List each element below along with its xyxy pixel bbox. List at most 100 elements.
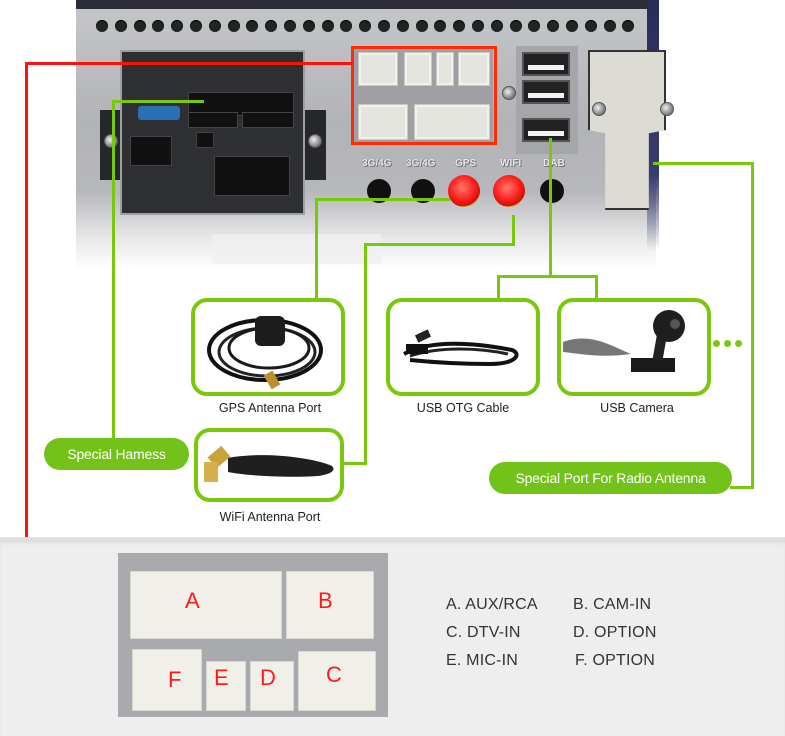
harness-highlight-box <box>351 46 497 145</box>
gps-antenna-label: GPS Antenna Port <box>218 401 322 415</box>
screw <box>592 102 606 116</box>
connector <box>358 104 408 140</box>
connector <box>458 52 490 86</box>
usb-camera-image <box>563 310 685 372</box>
vent-hole <box>415 20 428 32</box>
vent-hole <box>434 20 447 32</box>
gps-antenna-image <box>207 316 323 390</box>
screw <box>660 102 674 116</box>
connector-letter-e: E <box>214 665 229 690</box>
legend-e: E. MIC-IN <box>446 652 519 669</box>
radio-line <box>653 162 754 165</box>
vent-hole <box>246 20 259 32</box>
usb-otg-label: USB OTG Cable <box>416 401 510 415</box>
usb-otg-cable-image <box>403 329 519 367</box>
special-harness-callout: Special Hamess <box>44 438 189 470</box>
vent-hole <box>622 20 635 32</box>
harness-line <box>112 100 204 103</box>
legend-a: A. AUX/RCA <box>446 596 538 613</box>
wifi-sma-connector <box>493 175 525 207</box>
port-label-3g4g-1: 3G/4G <box>362 158 392 169</box>
connector-letter-a: A <box>185 588 200 613</box>
connector <box>404 52 432 86</box>
wifi-line <box>364 243 367 465</box>
vent-hole <box>547 20 560 32</box>
connector-d <box>250 661 294 711</box>
vent-hole <box>584 20 597 32</box>
usb-line <box>595 275 598 301</box>
usb-line <box>497 275 597 278</box>
connector <box>436 52 454 86</box>
dab-jack <box>540 179 564 203</box>
vent-hole <box>396 20 409 32</box>
wifi-line <box>512 215 515 245</box>
power-connector-bay <box>120 50 305 215</box>
fuse <box>138 106 180 120</box>
usb-port <box>522 52 570 76</box>
connector-letter-d: D <box>260 665 276 690</box>
usb-port <box>522 118 570 142</box>
usb-otg-card <box>386 298 540 396</box>
vent-hole <box>265 20 278 32</box>
legend-f: F. OPTION <box>575 652 656 669</box>
gps-sma-connector <box>448 175 480 207</box>
wifi-antenna-label: WiFi Antenna Port <box>219 510 321 524</box>
gps-antenna-card <box>191 298 345 396</box>
vent-hole <box>528 20 541 32</box>
radio-line <box>751 162 754 489</box>
gps-line <box>315 198 318 300</box>
screw <box>104 134 118 148</box>
connector-e <box>206 661 246 711</box>
vent-hole <box>490 20 503 32</box>
vent-hole <box>603 20 616 32</box>
vent-hole <box>227 20 240 32</box>
wifi-antenna-card <box>194 428 344 502</box>
vent-hole <box>453 20 466 32</box>
connector-letter-c: C <box>326 662 342 687</box>
vent-hole <box>133 20 146 32</box>
vent-hole <box>321 20 334 32</box>
connector-a <box>130 571 282 639</box>
vent-row <box>96 20 636 34</box>
vent-hole <box>302 20 315 32</box>
connector-c <box>298 651 376 711</box>
wifi-line <box>364 243 515 246</box>
connector-letter-b: B <box>318 588 333 613</box>
vent-hole <box>377 20 390 32</box>
vent-hole <box>208 20 221 32</box>
radio-line <box>730 486 754 489</box>
connector <box>358 52 398 86</box>
vent-hole <box>340 20 353 32</box>
vent-hole <box>359 20 372 32</box>
vent-hole <box>152 20 165 32</box>
usb-camera-card <box>557 298 711 396</box>
label-sticker <box>212 234 382 264</box>
vent-hole <box>96 20 108 32</box>
red-connector-line <box>25 62 353 65</box>
usb-port <box>522 80 570 104</box>
connector <box>414 104 490 140</box>
port-label-3g4g-2: 3G/4G <box>406 158 436 169</box>
vent-hole <box>171 20 184 32</box>
connector-b <box>286 571 374 639</box>
red-connector-line <box>25 62 28 598</box>
usb-camera-label: USB Camera <box>600 401 674 415</box>
gps-line <box>315 198 450 201</box>
port-label-gps: GPS <box>455 158 477 169</box>
usb-line <box>549 138 552 276</box>
vent-hole <box>565 20 578 32</box>
connector-f <box>132 649 202 711</box>
wifi-line <box>342 462 367 465</box>
harness-line <box>112 100 115 440</box>
connector-letter-f: F <box>168 667 182 692</box>
harness-connector-photo <box>118 553 388 717</box>
wifi-antenna-image <box>204 445 334 482</box>
vent-hole <box>114 20 127 32</box>
radio-antenna-callout: Special Port For Radio Antenna <box>489 462 732 494</box>
screw <box>308 134 322 148</box>
legend-c: C. DTV-IN <box>446 624 521 641</box>
vent-hole <box>471 20 484 32</box>
vent-hole <box>509 20 522 32</box>
port-label-dab: DAB <box>543 158 565 169</box>
vent-hole <box>283 20 296 32</box>
